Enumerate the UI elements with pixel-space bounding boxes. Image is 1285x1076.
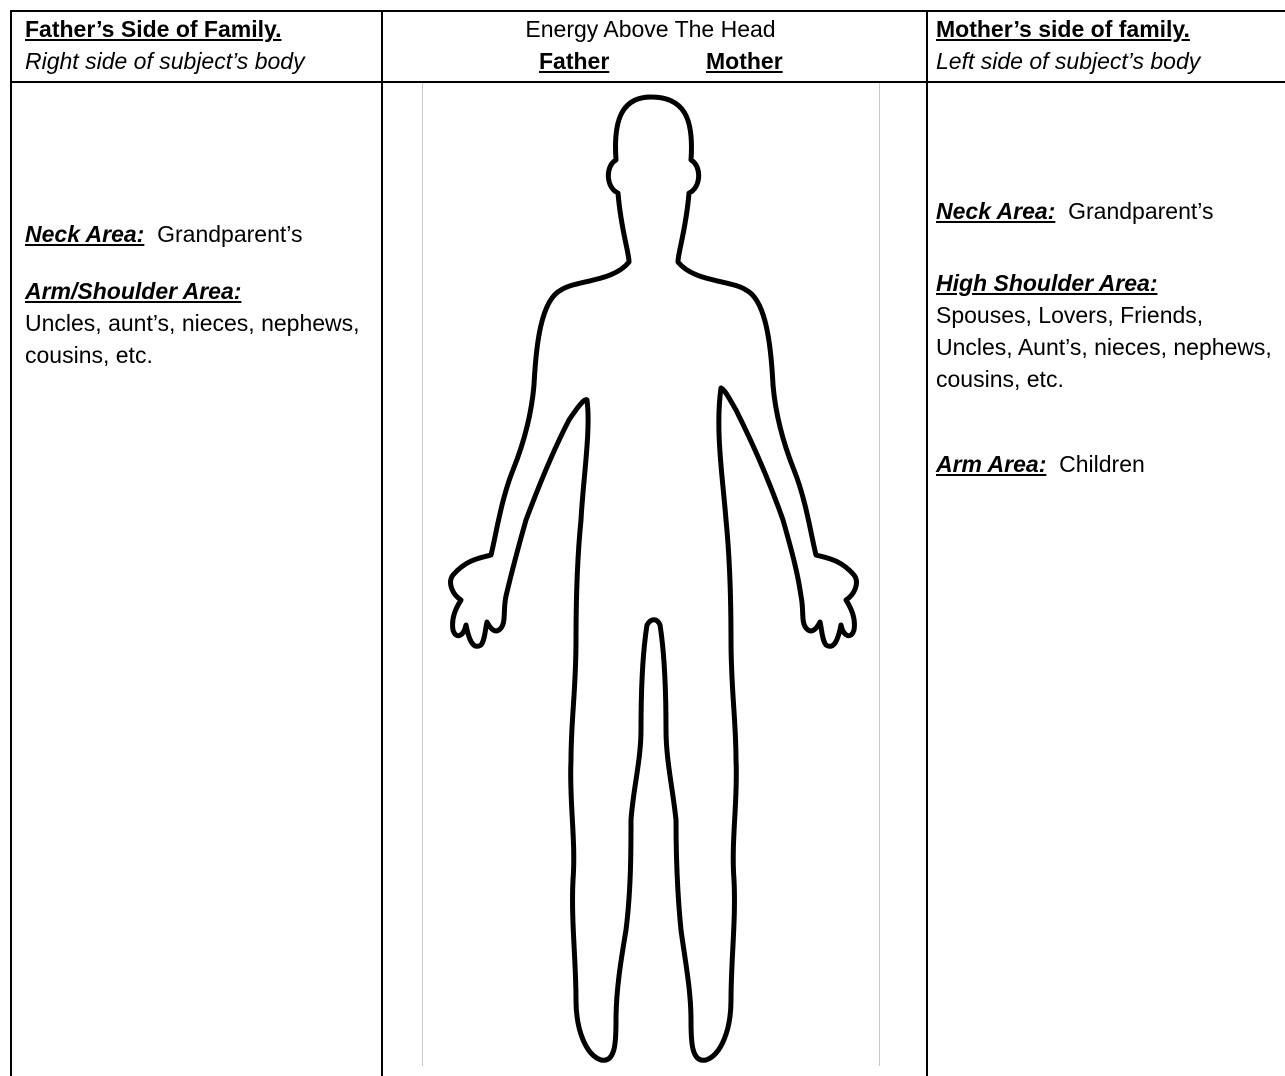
table-left-border [10, 10, 12, 1076]
left-neck-area-label: Neck Area: [25, 221, 144, 247]
energy-above-head-title: Energy Above The Head [383, 14, 918, 45]
mother-label: Mother [706, 46, 783, 77]
right-high-shoulder-area: High Shoulder Area: Spouses, Lovers, Fri… [936, 267, 1272, 395]
right-high-shoulder-text: Spouses, Lovers, Friends, Uncles, Aunt’s… [936, 299, 1272, 395]
left-neck-area: Neck Area: Grandparent’s [25, 218, 365, 250]
table-top-border [10, 10, 1285, 12]
right-arm-area-text: Children [1059, 451, 1145, 477]
right-neck-area-text: Grandparent’s [1068, 198, 1213, 224]
mother-side-title: Mother’s side of family. [936, 14, 1190, 45]
right-neck-area-label: Neck Area: [936, 198, 1055, 224]
father-label: Father [539, 46, 609, 77]
left-arm-shoulder-label: Arm/Shoulder Area: [25, 275, 365, 307]
right-high-shoulder-label: High Shoulder Area: [936, 267, 1272, 299]
right-arm-area: Arm Area: Children [936, 448, 1276, 480]
father-side-subtitle: Right side of subject’s body [25, 46, 305, 77]
human-body-outline-icon [423, 83, 880, 1066]
table-divider-2 [926, 10, 928, 1076]
left-neck-area-text: Grandparent’s [157, 221, 302, 247]
body-figure-frame [422, 83, 880, 1066]
table-divider-1 [381, 10, 383, 1076]
mother-side-subtitle: Left side of subject’s body [936, 46, 1200, 77]
left-arm-shoulder-text: Uncles, aunt’s, nieces, nephews, cousins… [25, 307, 365, 371]
right-neck-area: Neck Area: Grandparent’s [936, 195, 1276, 227]
father-side-title: Father’s Side of Family. [25, 14, 281, 45]
left-arm-shoulder-area: Arm/Shoulder Area: Uncles, aunt’s, niece… [25, 275, 365, 371]
right-arm-area-label: Arm Area: [936, 451, 1046, 477]
